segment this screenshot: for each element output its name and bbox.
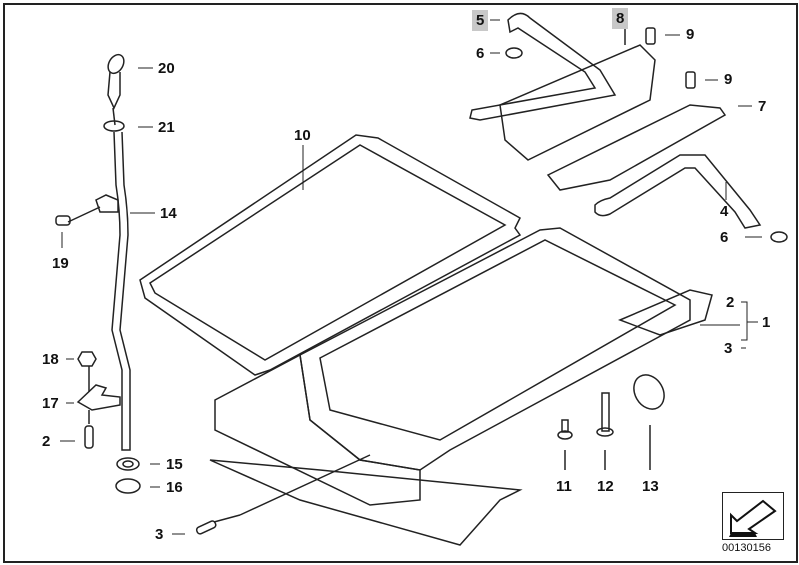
cover-gasket-icon: [546, 104, 727, 191]
callout-4[interactable]: 4: [720, 203, 729, 220]
callout-12[interactable]: 12: [597, 478, 614, 495]
callout-11[interactable]: 11: [556, 478, 572, 495]
callout-18[interactable]: 18: [42, 351, 59, 368]
stud-icon: [84, 425, 94, 449]
callout-17[interactable]: 17: [42, 395, 59, 412]
bolt-icon-5: [601, 392, 610, 432]
bracket-plate-icon: [76, 384, 121, 411]
callout-9-upper[interactable]: 9: [686, 26, 695, 43]
oil-pan-body-icon: [214, 353, 421, 506]
callout-15[interactable]: 15: [166, 456, 183, 473]
callout-16[interactable]: 16: [166, 479, 183, 496]
callout-1[interactable]: 1: [762, 314, 771, 331]
callout-6-upper[interactable]: 6: [476, 45, 485, 62]
drain-plug-icon: [633, 374, 665, 410]
nut-icon: [77, 351, 97, 367]
callout-2-oil-pan[interactable]: 2: [726, 294, 735, 311]
callout-19[interactable]: 19: [52, 255, 69, 272]
callout-2-stud[interactable]: 2: [42, 433, 51, 450]
o-ring-icon: [103, 120, 125, 132]
bolt-icon-4: [561, 419, 569, 433]
callout-20[interactable]: 20: [158, 60, 175, 77]
navigation-box[interactable]: [722, 492, 784, 540]
callout-5[interactable]: 5: [472, 10, 489, 31]
arrow-down-left-icon: [729, 499, 777, 537]
callout-7[interactable]: 7: [758, 98, 767, 115]
oil-pan-lower-icon: [209, 459, 523, 546]
oil-pipe-lower-icon: [594, 154, 762, 229]
callout-3-oil-pan[interactable]: 3: [724, 340, 733, 357]
callout-21[interactable]: 21: [158, 119, 175, 136]
callout-14[interactable]: 14: [160, 205, 177, 222]
oil-pan-fitting-icon: [617, 289, 713, 336]
bolt-icon-2: [645, 27, 656, 45]
dipstick-tube-icon: [111, 131, 131, 451]
callout-6-lower[interactable]: 6: [720, 229, 729, 246]
seal-ring-icon-3: [770, 231, 788, 243]
dipstick-handle-icon: [107, 53, 125, 126]
oil-pan-upper-icon: [299, 227, 691, 471]
callout-13[interactable]: 13: [642, 478, 659, 495]
callout-3-stud[interactable]: 3: [155, 526, 164, 543]
stud-icon-2: [195, 520, 217, 535]
bolt-icon-3: [685, 71, 696, 89]
washer-icon: [116, 457, 140, 471]
seal-ring-icon: [115, 478, 141, 494]
oil-pan-gasket-icon: [139, 134, 522, 376]
bolt-icon: [55, 215, 71, 226]
diagram-id: 00130156: [722, 542, 771, 554]
callout-9-lower[interactable]: 9: [724, 71, 733, 88]
seal-ring-icon-2: [505, 47, 523, 59]
cover-plate-icon: [499, 44, 656, 161]
callout-8[interactable]: 8: [612, 8, 629, 29]
tube-bracket-icon: [95, 194, 119, 213]
callout-10[interactable]: 10: [294, 127, 311, 144]
oil-pipe-upper-icon: [469, 12, 617, 121]
